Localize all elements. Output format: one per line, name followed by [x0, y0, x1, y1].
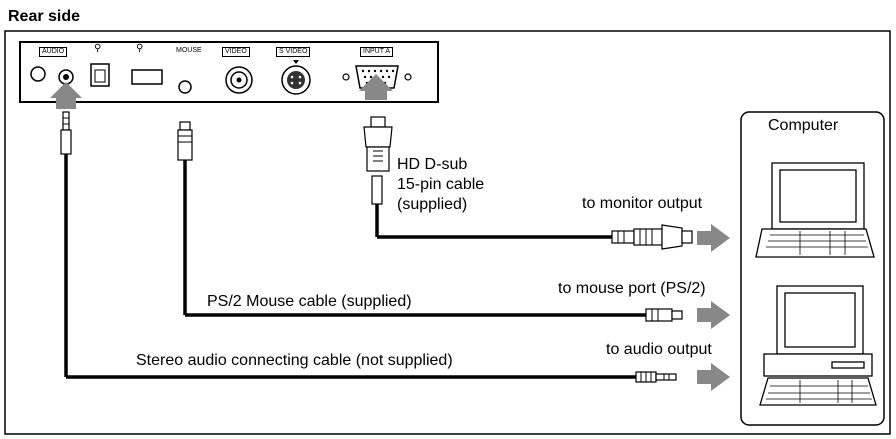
panel-label-mouse: MOUSE [176, 47, 202, 54]
desktop-icon [759, 285, 877, 406]
ps2-cable-label: PS/2 Mouse cable (supplied) [207, 293, 412, 310]
dest-audio-label: to audio output [606, 341, 712, 358]
hd-dsub-cable [363, 116, 693, 250]
usb-a-icon: ⚲ [136, 43, 144, 54]
arrow-monitor [697, 224, 730, 252]
audio-jack-center [63, 74, 69, 80]
input-a-port [355, 65, 399, 89]
hd-dsub-label-line3: (supplied) [397, 196, 468, 213]
dest-mouse-label: to mouse port (PS/2) [558, 280, 706, 297]
video-jack [225, 66, 253, 94]
s-video-jack [281, 65, 311, 95]
stereo-cable-label: Stereo audio connecting cable (not suppl… [136, 352, 453, 369]
hd-dsub-label-line2: 15-pin cable [397, 176, 485, 193]
hd-dsub-label-line1: HD D-sub [397, 156, 468, 173]
computer-box [740, 111, 885, 426]
outer-frame [4, 30, 891, 435]
computer-label: Computer [768, 117, 839, 134]
usb-b-port [90, 63, 110, 87]
panel-label-input-a: INPUT A [360, 47, 394, 57]
laptop-icon [755, 162, 875, 258]
page-title: Rear side [8, 8, 81, 25]
arrow-audio-out [697, 363, 730, 391]
mouse-port [178, 80, 192, 94]
arrow-audio [50, 82, 82, 109]
panel-label-audio: AUDIO [39, 47, 68, 57]
panel-label-video: VIDEO [222, 47, 250, 57]
arrow-input-a [359, 74, 393, 100]
usb-a-port [131, 69, 163, 85]
ps2-cable [177, 121, 683, 322]
panel-hole-left [30, 66, 46, 82]
dest-monitor-label: to monitor output [582, 195, 703, 212]
arrow-mouse [697, 301, 730, 329]
panel-label-s-video: S VIDEO [276, 47, 311, 57]
audio-cable [60, 111, 677, 383]
usb-b-icon: ⚲ [94, 43, 102, 54]
